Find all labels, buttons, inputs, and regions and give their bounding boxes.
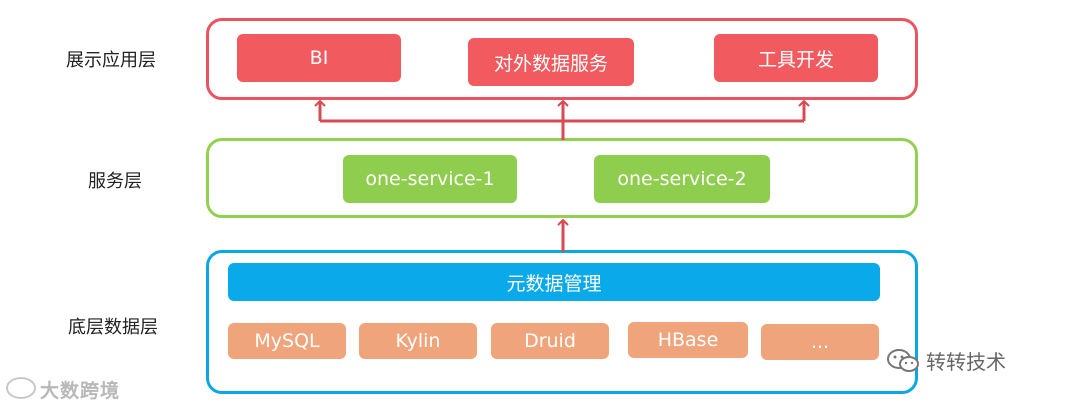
watermark-left: 大数跨境 <box>6 376 120 403</box>
watermark-left-logo-icon <box>6 377 36 399</box>
one-service-2-box: one-service-2 <box>594 155 770 203</box>
layer-label-base: 底层数据层 <box>68 317 158 338</box>
watermark-right-text: 转转技术 <box>926 350 1006 374</box>
druid-box: Druid <box>491 323 609 359</box>
mysql-box: MySQL <box>228 323 346 359</box>
external-data-service-box: 对外数据服务 <box>468 38 634 86</box>
layer-label-presentation: 展示应用层 <box>66 50 156 71</box>
watermark-right: 转转技术 <box>886 346 1006 375</box>
metadata-management-box: 元数据管理 <box>228 263 880 301</box>
one-service-1-box: one-service-1 <box>343 155 517 203</box>
hbase-box: HBase <box>628 322 748 358</box>
tool-development-box: 工具开发 <box>714 34 878 82</box>
layer-label-service: 服务层 <box>88 171 142 192</box>
watermark-left-text: 大数跨境 <box>40 380 121 402</box>
bi-box: BI <box>237 34 401 82</box>
more-storage-box: ... <box>761 324 879 360</box>
wechat-icon <box>887 348 919 372</box>
kylin-box: Kylin <box>359 323 477 359</box>
